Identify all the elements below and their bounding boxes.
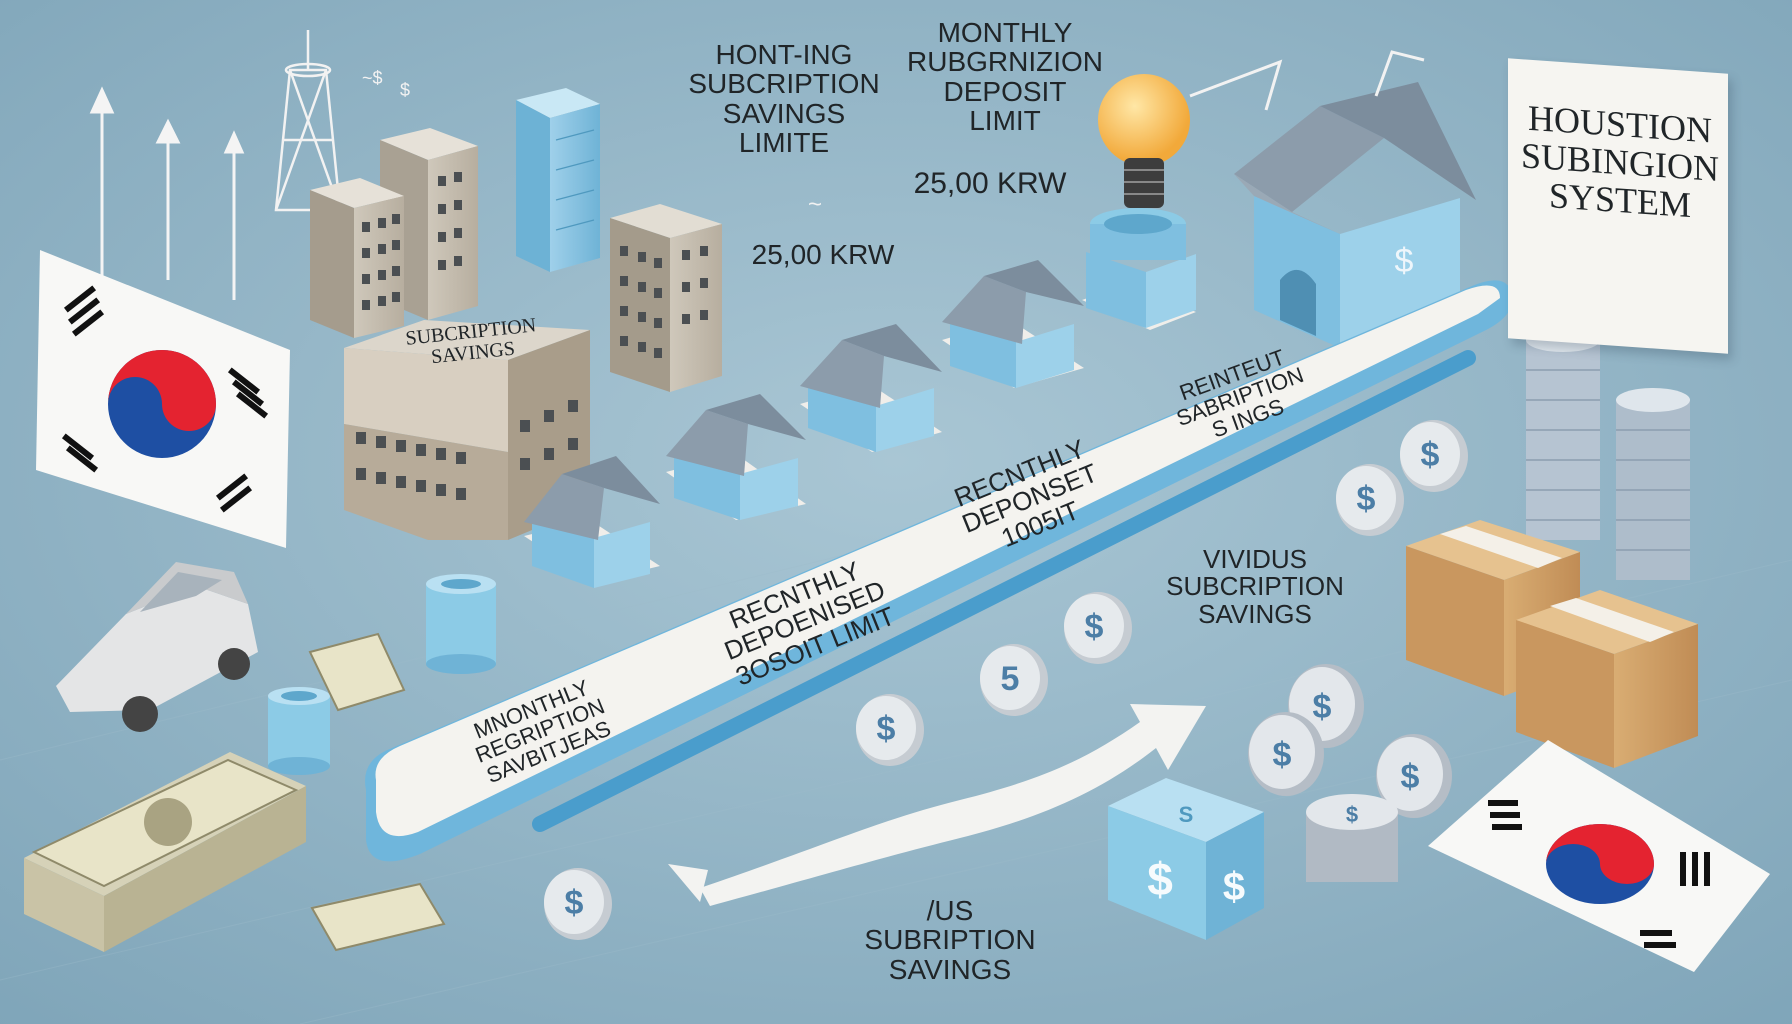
light-bulb-icon: [1098, 74, 1190, 208]
svg-text:$: $: [1421, 436, 1440, 474]
label-line: LIMIT: [969, 105, 1041, 137]
svg-text:$: $: [400, 80, 410, 100]
svg-text:$: $: [1395, 242, 1414, 280]
label-line: SUBRIPTION: [864, 924, 1036, 956]
car-icon: [56, 562, 258, 732]
amount-label-right: 25,00 KRW: [913, 167, 1067, 200]
label-line: SUBCRIPTION: [1166, 571, 1344, 602]
svg-text:$: $: [1147, 853, 1173, 905]
building-icon: [610, 204, 722, 392]
label-line: DEPOSIT: [943, 75, 1067, 107]
svg-text:$: $: [1346, 802, 1358, 827]
svg-text:5: 5: [1001, 660, 1020, 698]
amount-label-left: 25,00 KRW: [751, 239, 895, 270]
building-icon: [310, 128, 478, 338]
korean-flag-icon: [1428, 740, 1770, 972]
svg-text:$: $: [1357, 480, 1376, 518]
svg-text:$: $: [1273, 736, 1292, 774]
house-icon: [800, 324, 942, 452]
house-icon: [942, 260, 1084, 388]
label-line: SUBCRIPTION: [688, 68, 880, 100]
cylinder-icon: [268, 574, 496, 775]
house-icon: [524, 456, 660, 588]
sign-text: HOUSTION SUBINGION SYSTEM: [1520, 98, 1720, 226]
label-right-mid: VIVIDUS SUBCRIPTION SAVINGS: [1140, 544, 1370, 629]
dollar-coin-icon: $ $ 5 $ $ $: [544, 420, 1468, 940]
growth-arrow-icon: [668, 704, 1206, 906]
house-icon: [1082, 208, 1196, 330]
savings-track: [365, 280, 1513, 862]
svg-text:$: $: [1401, 758, 1420, 796]
label-line: MONTHLY: [937, 17, 1073, 48]
label-line: SAVINGS: [1198, 598, 1312, 629]
svg-text:$: $: [565, 884, 584, 922]
label-top-left: HONT-ING SUBCRIPTION SAVINGS LIMITE: [674, 40, 894, 158]
label-line: RUBGRNIZION: [907, 46, 1103, 78]
coin-stack-icon: [1526, 328, 1690, 580]
cardboard-box-icon: [1516, 590, 1698, 768]
up-arrow-icon: [89, 86, 245, 300]
svg-text:$: $: [877, 710, 896, 748]
building-icon: [516, 88, 600, 272]
svg-text:~: ~: [808, 191, 822, 218]
building-icon: [344, 320, 590, 540]
svg-text:$: $: [1085, 608, 1104, 646]
cardboard-box-icon: [1406, 520, 1580, 696]
label-bottom: /US SUBRIPTION SAVINGS: [840, 895, 1060, 985]
label-line: /US: [926, 895, 974, 926]
label-line: SAVINGS: [722, 97, 846, 129]
dollar-cube-icon: $ $ S: [1108, 778, 1264, 940]
label-line: LIMITE: [738, 127, 830, 159]
lamp-pole-icon: [1189, 50, 1425, 111]
label-line: SAVINGS: [888, 953, 1012, 985]
svg-text:$: $: [1223, 865, 1245, 909]
korean-flag-icon: [36, 250, 290, 548]
label-line: HONT-ING: [715, 39, 853, 70]
label-top-right: MONTHLY RUBGRNIZION DEPOSIT LIMIT: [890, 18, 1120, 136]
house-icon: [666, 394, 806, 520]
dollar-coin-icon: $ $ $ $: [1248, 664, 1452, 882]
banknote-stack-icon: [24, 632, 446, 952]
svg-text:~$: ~$: [362, 68, 383, 88]
svg-text:$: $: [1313, 688, 1332, 726]
label-line: VIVIDUS: [1202, 544, 1308, 574]
sparkle-icon: ~$ $ ~: [362, 68, 822, 218]
housing-system-sign: HOUSTION SUBINGION SYSTEM: [1508, 58, 1728, 354]
svg-text:S: S: [1179, 802, 1194, 827]
